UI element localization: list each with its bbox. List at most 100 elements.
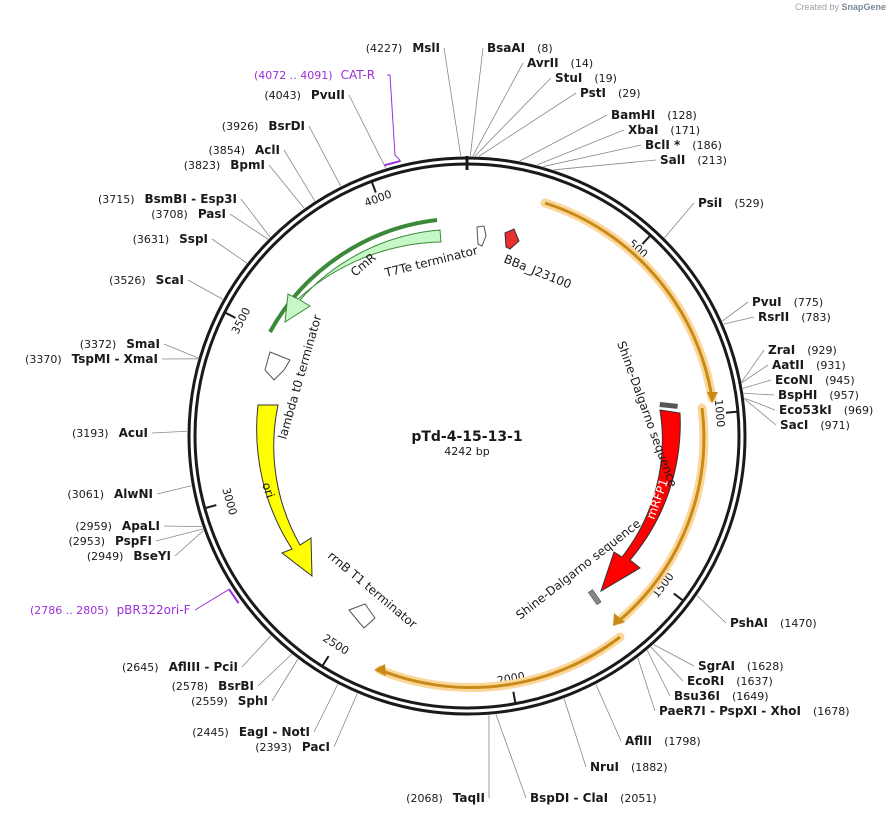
enzyme-position: (3854) [208, 144, 245, 157]
enzyme-position: (783) [801, 311, 831, 324]
enzyme-position: (2445) [192, 726, 229, 739]
enzyme-leader-line [722, 301, 749, 322]
enzyme-site-label[interactable]: (3823)BpmI [184, 158, 265, 172]
enzyme-leader-line [543, 144, 642, 167]
enzyme-site-label[interactable]: (2068)TaqII [406, 791, 485, 805]
enzyme-name: Eco53kI [779, 403, 832, 417]
enzyme-position: (1628) [747, 660, 784, 673]
enzyme-name: Bsu36I [674, 689, 720, 703]
enzyme-name: StuI [555, 71, 582, 85]
enzyme-site-label[interactable]: StuI(19) [555, 71, 617, 85]
scale-tick [673, 592, 684, 602]
enzyme-leader-line [650, 646, 684, 682]
enzyme-name: TaqII [453, 791, 485, 805]
enzyme-name: PacI [302, 740, 330, 754]
enzyme-leader-line [646, 650, 671, 697]
enzyme-site-label[interactable]: (3370)TspMI - XmaI [25, 352, 158, 366]
enzyme-site-label[interactable]: (3631)SspI [133, 232, 208, 246]
enzyme-leader-line [478, 92, 577, 157]
ori-feature: ori [256, 404, 313, 578]
enzyme-site-label[interactable]: PvuI(775) [752, 295, 823, 309]
enzyme-site-label[interactable]: PaeR7I - PspXI - XhoI(1678) [659, 704, 850, 718]
enzyme-leader-line [637, 657, 656, 712]
enzyme-site-label[interactable]: (3715)BsmBI - Esp3I [98, 192, 237, 206]
enzyme-site-label[interactable]: (2445)EagI - NotI [192, 725, 310, 739]
enzyme-name: BsrBI [218, 679, 254, 693]
enzyme-site-label[interactable]: (4043)PvuII [264, 88, 345, 102]
enzyme-site-label[interactable]: Bsu36I(1649) [674, 689, 769, 703]
enzyme-site-label[interactable]: (2578)BsrBI [172, 679, 254, 693]
enzyme-position: (4043) [264, 89, 301, 102]
enzyme-site-label[interactable]: AatII(931) [772, 358, 846, 372]
enzyme-site-label[interactable]: (2645)AflIII - PciI [122, 660, 238, 674]
enzyme-site-label[interactable]: AflII(1798) [625, 734, 701, 748]
enzyme-site-label[interactable]: SgrAI(1628) [698, 659, 783, 673]
enzyme-leader-line [537, 129, 625, 166]
enzyme-site-label[interactable]: (2559)SphI [191, 694, 268, 708]
enzyme-position: (2645) [122, 661, 159, 674]
enzyme-site-label[interactable]: PsiI(529) [698, 196, 764, 210]
enzyme-position: (1637) [736, 675, 773, 688]
scale-tick [725, 410, 738, 414]
primer-label[interactable]: (4072 .. 4091)CAT-R [254, 68, 375, 82]
enzyme-site-label[interactable]: (3372)SmaI [80, 337, 160, 351]
enzyme-position: (2051) [620, 792, 657, 805]
sd2-marker [587, 589, 602, 606]
enzyme-site-label[interactable]: Eco53kI(969) [779, 403, 873, 417]
enzyme-position: (3061) [67, 488, 104, 501]
primer-range: (4072 .. 4091) [254, 69, 333, 82]
enzyme-site-label[interactable]: EcoNI(945) [775, 373, 855, 387]
enzyme-site-label[interactable]: ZraI(929) [768, 343, 837, 357]
orange-feature-3 [374, 632, 625, 692]
enzyme-leader-line [271, 658, 299, 702]
plasmid-name: pTd-4-15-13-1 [411, 429, 522, 445]
enzyme-name: SacI [780, 418, 808, 432]
enzyme-position: (1798) [664, 735, 701, 748]
enzyme-leader-line [443, 47, 462, 157]
enzyme-site-label[interactable]: PshAI(1470) [730, 616, 817, 630]
enzyme-site-label[interactable]: (3854)AclI [208, 143, 280, 157]
enzyme-leader-line [664, 202, 695, 238]
enzyme-position: (3193) [72, 427, 109, 440]
credit-prefix: Created by [794, 2, 839, 12]
enzyme-site-label[interactable]: (2949)BseYI [87, 549, 171, 563]
enzyme-site-label[interactable]: (3193)AcuI [72, 426, 148, 440]
enzyme-site-label[interactable]: (2393)PacI [255, 740, 330, 754]
enzyme-leader-line [174, 530, 204, 557]
scale-tick-label: 1000 [712, 399, 727, 428]
enzyme-site-label[interactable]: (3926)BsrDI [222, 119, 305, 133]
enzyme-leader-line [283, 149, 316, 202]
enzyme-leader-line [741, 349, 765, 383]
enzyme-site-label[interactable]: (2959)ApaLI [75, 519, 160, 533]
enzyme-name: PsiI [698, 196, 722, 210]
enzyme-site-label[interactable]: BsaAI(8) [487, 41, 553, 55]
enzyme-site-label[interactable]: PstI(29) [580, 86, 641, 100]
enzyme-site-label[interactable]: AvrII(14) [527, 56, 593, 70]
scale-tick [370, 180, 377, 193]
enzyme-site-label[interactable]: NruI(1882) [590, 760, 668, 774]
enzyme-site-label[interactable]: (4227)MslI [366, 41, 440, 55]
enzyme-site-label[interactable]: EcoRI (1637) [687, 674, 773, 688]
scale-tick-label: 4000 [363, 188, 394, 210]
enzyme-site-label[interactable]: BspDI - ClaI(2051) [530, 791, 657, 805]
enzyme-site-label[interactable]: SalI(213) [660, 153, 727, 167]
enzyme-site-label[interactable]: BamHI(128) [611, 108, 697, 122]
enzyme-site-label[interactable]: SacI(971) [780, 418, 850, 432]
primer-leader-line [387, 74, 401, 162]
primer-label[interactable]: (2786 .. 2805)pBR322ori-F [30, 603, 191, 617]
enzyme-site-label[interactable]: (3061) AlwNI [67, 487, 153, 501]
enzyme-site-label[interactable]: (3708)PasI [151, 207, 226, 221]
enzyme-site-label[interactable]: (2953)PspFI [68, 534, 152, 548]
enzyme-name: AlwNI [114, 487, 153, 501]
scale-tick [321, 655, 330, 667]
enzyme-leader-line [308, 125, 342, 187]
enzyme-position: (128) [667, 109, 697, 122]
enzyme-site-label[interactable]: BclI *(186) [645, 138, 722, 152]
enzyme-site-label[interactable]: BspHI(957) [778, 388, 859, 402]
enzyme-leader-line [268, 164, 305, 209]
enzyme-name: EcoRI [687, 674, 724, 688]
enzyme-leader-line [156, 485, 192, 495]
enzyme-site-label[interactable]: RsrII(783) [758, 310, 831, 324]
enzyme-site-label[interactable]: XbaI(171) [628, 123, 700, 137]
enzyme-site-label[interactable]: (3526)ScaI [109, 273, 184, 287]
